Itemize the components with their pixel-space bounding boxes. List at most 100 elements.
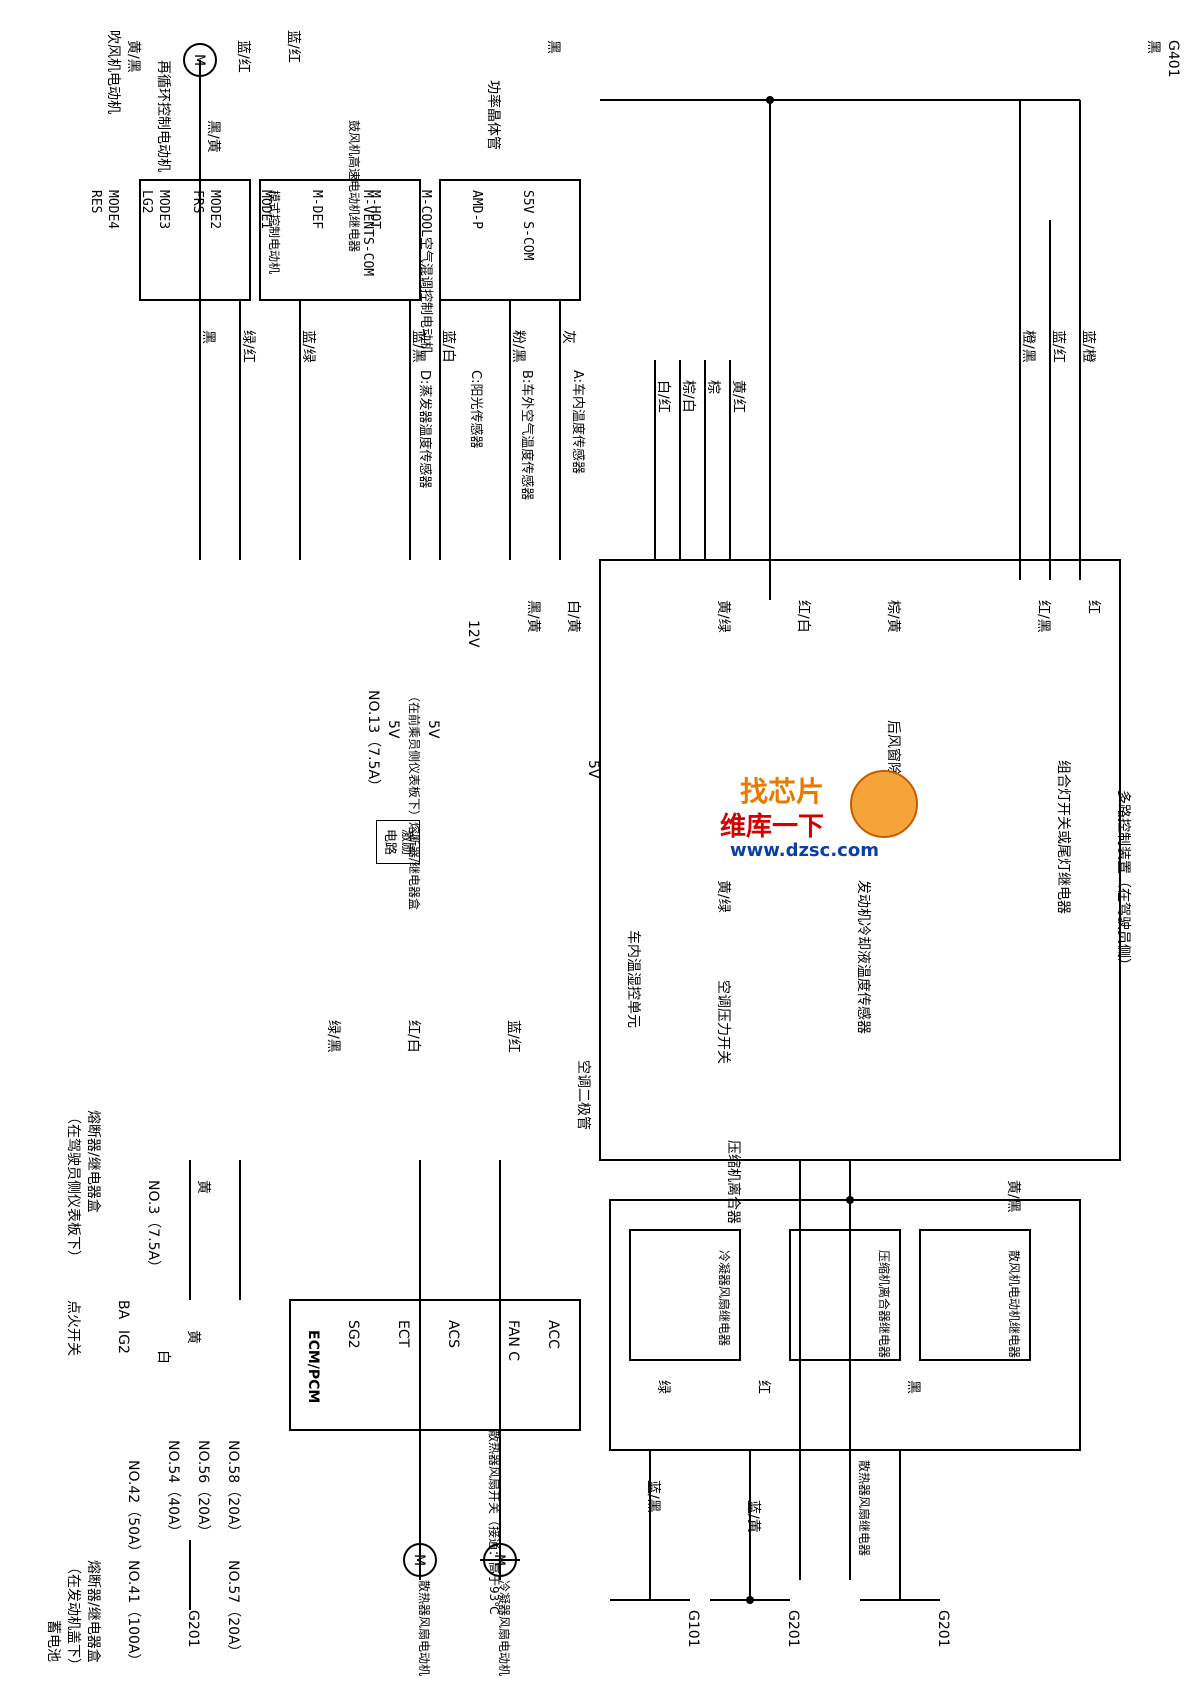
sensor-legend-d: D:蒸发器温度传感器: [417, 370, 432, 489]
aircon-pin-1: AMD-P: [469, 190, 484, 230]
bottom-wire-6: 红/黑: [1035, 600, 1051, 633]
fuse-box-engine-sub: （在发动机盖下）: [65, 1560, 81, 1672]
combo-switch: 组合灯开关或尾灯继电器: [1055, 760, 1071, 914]
watermark-logo: 找芯片 维库一下 www.dzsc.com: [720, 770, 920, 880]
misc-yellow-black: 黄/黑: [1005, 1180, 1021, 1213]
ground-3: G201: [185, 1610, 201, 1648]
wire-top-8: 蓝/白: [440, 330, 456, 363]
bottom-wire-1: 黑/黄: [525, 600, 541, 633]
svg-text:M: M: [191, 54, 207, 66]
svg-text:M: M: [411, 1554, 427, 1566]
ecm-label-3: ECT: [395, 1320, 411, 1348]
ignition-yellow: 黄: [185, 1330, 201, 1344]
misc-green-black: 绿/黑: [325, 1020, 341, 1053]
bottom-wire-2: 白/黄: [565, 600, 581, 633]
fuse-13-note: （在前乘员侧仪表板下）熔断器/继电器盒: [407, 690, 421, 911]
fuse-41: NO.41（100A）: [125, 1560, 141, 1668]
radiator-fan-motor: 散热器风扇电动机: [417, 1580, 431, 1677]
sensor-legend-c: C:阳光传感器: [468, 370, 483, 449]
fuse-box-driver-title: 熔断器/继电器盒: [85, 1110, 101, 1213]
watermark-line3: www.dzsc.com: [730, 840, 879, 861]
bottom-wire-5: 棕/黄: [885, 600, 901, 633]
transistor-name: 功率晶体管: [485, 80, 501, 150]
wire-top-9: 蓝/黑: [410, 330, 426, 363]
ac-pressure-switch: 空调压力开关: [715, 980, 731, 1064]
recirc-pin-1: LG2: [139, 190, 154, 214]
fuse-58: NO.58（20A）: [225, 1440, 241, 1539]
fuse-42: NO.42（50A）: [125, 1460, 141, 1559]
wire-top-0: 黄/红: [730, 380, 746, 413]
wire-top-3: 白/红: [655, 380, 671, 413]
watermark-line2: 维库一下: [720, 812, 825, 842]
ecm-label-4: SG2: [345, 1320, 361, 1349]
relay-fan-motor: 散风机电动机继电器: [1007, 1250, 1021, 1359]
blower-relay-name: 鼓风机高速电动机继电器: [347, 120, 361, 253]
ecm-label-0: ACC: [545, 1320, 561, 1349]
wire-top-4: 灰: [560, 330, 576, 344]
ignition-name: 点火开关: [65, 1300, 81, 1356]
transistor-wire-in: 蓝/红: [285, 30, 301, 63]
ground-g401-wire: 黑: [1145, 40, 1161, 54]
wire-left-1: 蓝/红: [1050, 330, 1066, 363]
misc-green: 绿: [655, 1380, 671, 1394]
mode-pin-1: M-DEF: [309, 190, 324, 230]
ignition-ba: BA: [115, 1300, 131, 1320]
bottom-wire-4: 红/白: [795, 600, 811, 633]
blower-wire1: 黄/黑: [125, 40, 141, 73]
ground-1: G201: [785, 1610, 801, 1648]
misc-blue-yellow: 蓝/黄: [745, 1500, 761, 1533]
fuse-box-driver-fuse: NO.3（7.5A）: [145, 1180, 161, 1275]
misc-yellow-green: 黄/绿: [715, 880, 731, 913]
wire-top-14: 蓝/绿: [300, 330, 316, 363]
relay-condenser-fan: 冷凝器风扇继电器: [717, 1250, 731, 1347]
fuse-57: NO.57（20A）: [225, 1560, 241, 1659]
v12-label: 12V: [465, 620, 481, 648]
ecm-label-2: ACS: [445, 1320, 461, 1348]
sensor-legend-b: B:车外空气温度传感器: [519, 370, 534, 501]
blower-wire2: 蓝/红: [235, 40, 251, 73]
relay-radiator-fan: 散热器风扇继电器: [857, 1460, 871, 1557]
v5c-label: 5V: [385, 720, 401, 739]
fuse-box-engine-title: 熔断器/继电器盒: [85, 1560, 101, 1663]
fuse-54: NO.54（40A）: [165, 1440, 181, 1539]
compressor-clutch: 压缩机离合器: [725, 1140, 741, 1224]
misc-blue-red: 蓝/红: [505, 1020, 521, 1053]
watermark-line1: 找芯片: [740, 775, 825, 808]
ground-2: G101: [685, 1610, 701, 1648]
misc-red-white: 红/白: [405, 1020, 421, 1053]
svg-text:M: M: [491, 1554, 507, 1566]
ignition-white: 白: [155, 1350, 171, 1364]
recirc-motor-name: 再循环控制电动机: [155, 60, 171, 172]
battery: 蓄电池: [45, 1620, 61, 1662]
sensor-legend-a: A:车内温度传感器: [570, 370, 585, 475]
ground-g401: G401: [1165, 40, 1181, 78]
wire-left-0: 蓝/橙: [1080, 330, 1096, 363]
recirc-wire: 黑/黄: [205, 120, 221, 153]
ac-diode: 空调二极管: [575, 1060, 591, 1130]
wire-left-2: 橙/黑: [1020, 330, 1036, 363]
misc-red: 红: [755, 1380, 771, 1394]
fuse-56: NO.56（20A）: [195, 1440, 211, 1539]
ignition-ig2: IG2: [115, 1330, 131, 1354]
mode-pin-0: M-VENTS-COM: [360, 190, 375, 277]
controller-name: 车内温湿控单元: [625, 930, 641, 1028]
mascot-face-icon: [850, 770, 918, 838]
ecm-name: ECM/PCM: [305, 1330, 321, 1404]
mode-motor-name: 模式控制电动机: [267, 190, 281, 275]
wire-top-5: 粉/黑: [510, 330, 526, 363]
fuse-box-driver-sub: （在驾驶员侧仪表板下）: [65, 1110, 81, 1264]
wire-top-1: 棕: [705, 380, 721, 394]
blower-motor-name: 吹风机电动机: [105, 30, 121, 114]
ect-sensor: 发动机冷却液温度传感器: [855, 880, 871, 1034]
recirc-pin-0: FRS: [190, 190, 205, 214]
multi-control: 多路控制装置（在驾驶员侧）: [1115, 790, 1131, 972]
v5a-label: 5V: [585, 760, 601, 779]
ground-0: G201: [935, 1610, 951, 1648]
v5b-label: 5V: [425, 720, 441, 739]
wire-top-17: 黑: [200, 330, 216, 344]
bottom-wire-3: 黄/绿: [715, 600, 731, 633]
bottom-wire-7: 红: [1085, 600, 1101, 614]
